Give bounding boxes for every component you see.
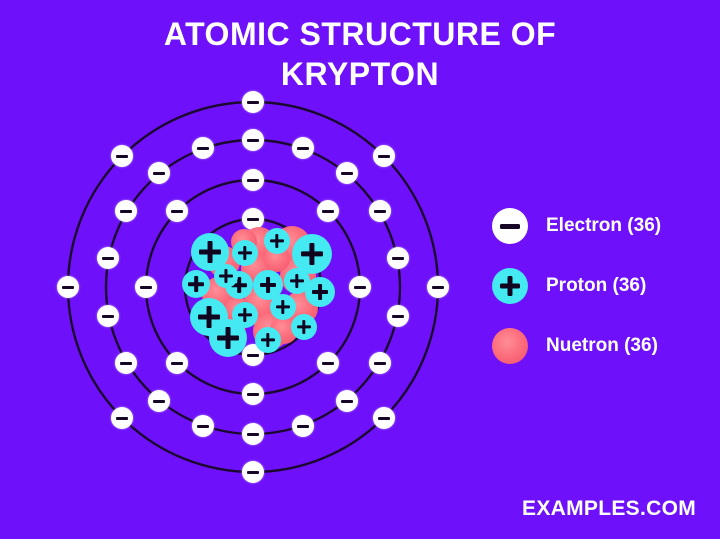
page-title-line-1: ATOMIC STRUCTURE OF (163, 16, 557, 52)
proton-particle (270, 294, 296, 320)
electron-particle (111, 145, 133, 167)
electron-particle (373, 145, 395, 167)
electron-particle (336, 162, 358, 184)
electron-particle (369, 200, 391, 222)
proton-particle (291, 314, 317, 340)
electron-particle (242, 423, 264, 445)
legend: Electron (36) Proton (36) Nuetron (36) (492, 196, 712, 376)
electron-minus-circle-icon (492, 208, 528, 244)
electron-particle (427, 276, 449, 298)
electron-particle (242, 208, 264, 230)
proton-particle (232, 240, 258, 266)
electron-particle (97, 247, 119, 269)
electron-particle (292, 415, 314, 437)
electron-particle (349, 276, 371, 298)
proton-particle (209, 319, 247, 357)
legend-item-electron-label: Electron (36) (546, 215, 662, 236)
electron-particle (369, 352, 391, 374)
electron-particle (97, 305, 119, 327)
electron-particle (111, 407, 133, 429)
proton-particle (214, 264, 238, 288)
legend-item-proton-label: Proton (36) (546, 275, 647, 296)
electron-particle (242, 129, 264, 151)
electron-particle (292, 137, 314, 159)
neutron-circle-icon (492, 328, 528, 364)
electron-particle (242, 169, 264, 191)
legend-item-neutron: Nuetron (36) (492, 316, 712, 376)
proton-particle (264, 228, 290, 254)
proton-plus-circle-icon (492, 268, 528, 304)
legend-item-neutron-label: Nuetron (36) (546, 335, 658, 356)
electron-particle (242, 91, 264, 113)
electron-particle (192, 415, 214, 437)
legend-item-electron: Electron (36) (492, 196, 712, 256)
electron-particle (148, 162, 170, 184)
electron-particle (166, 200, 188, 222)
electron-particle (57, 276, 79, 298)
electron-particle (242, 383, 264, 405)
electron-particle (317, 352, 339, 374)
electron-particle (336, 390, 358, 412)
electron-particle (166, 352, 188, 374)
nucleus (0, 0, 506, 539)
watermark: EXAMPLES.COM (522, 497, 696, 520)
atom-diagram (0, 0, 506, 539)
proton-particle (305, 277, 335, 307)
proton-particle (255, 327, 281, 353)
electron-particle (115, 352, 137, 374)
legend-item-proton: Proton (36) (492, 256, 712, 316)
electron-particle (387, 247, 409, 269)
proton-particle (182, 270, 210, 298)
electron-particle (373, 407, 395, 429)
electron-particle (135, 276, 157, 298)
electron-particle (115, 200, 137, 222)
page-title-line-2: KRYPTON (280, 56, 440, 92)
electron-particle (387, 305, 409, 327)
electron-particle (148, 390, 170, 412)
page-title: ATOMIC STRUCTURE OF KRYPTON (60, 14, 660, 94)
electron-particle (317, 200, 339, 222)
electron-particle (242, 461, 264, 483)
electron-particle (192, 137, 214, 159)
